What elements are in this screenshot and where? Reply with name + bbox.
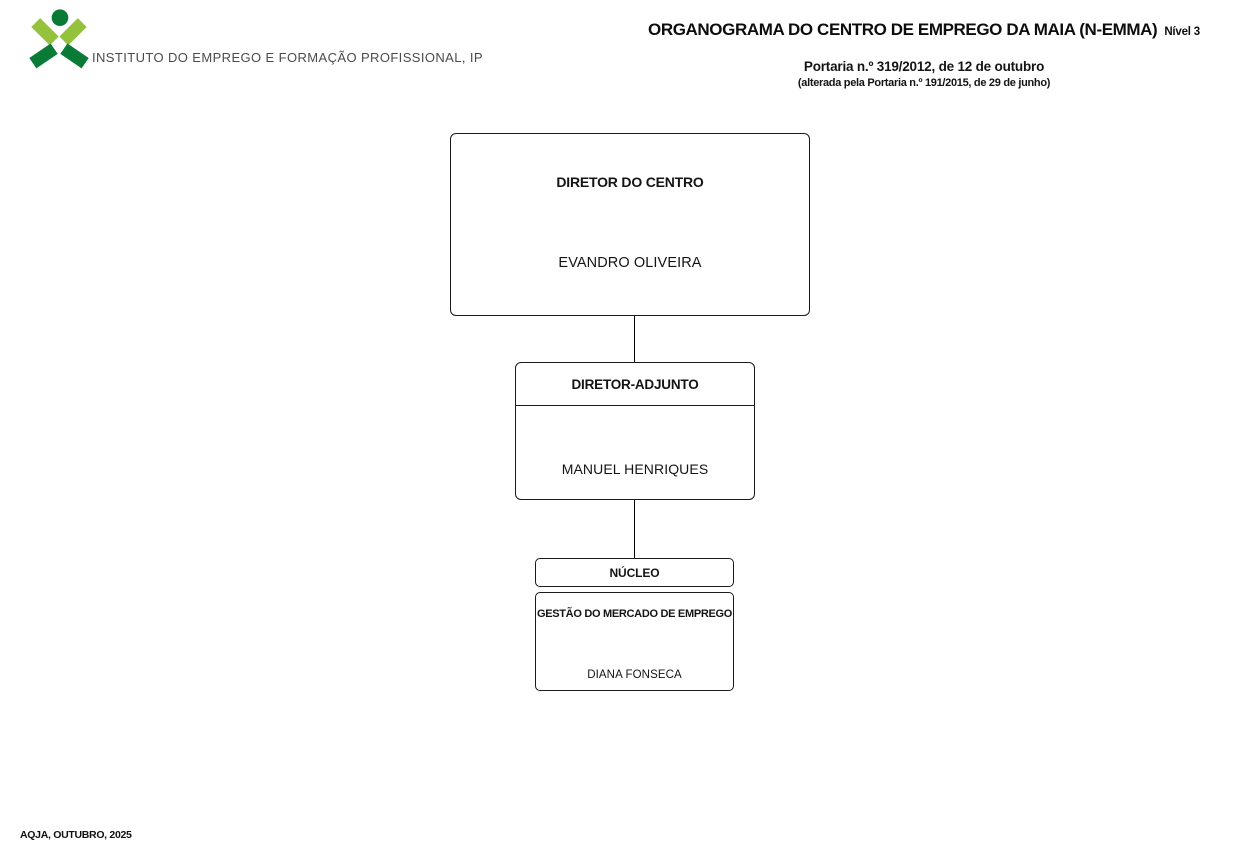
iefp-logo <box>28 8 90 70</box>
deputy-role-title: DIRETOR-ADJUNTO <box>516 363 754 406</box>
unit-role-title: GESTÃO DO MERCADO DE EMPREGO <box>536 608 733 620</box>
level-label: Nível 3 <box>1164 26 1200 38</box>
deputy-name: MANUEL HENRIQUES <box>561 461 709 477</box>
director-role-title: DIRETOR DO CENTRO <box>556 174 704 190</box>
connector-director-deputy <box>634 316 635 362</box>
title-block: ORGANOGRAMA DO CENTRO DE EMPREGO DA MAIA… <box>648 20 1200 89</box>
footer-caption: AQJA, OUTUBRO, 2025 <box>20 829 132 841</box>
org-node-unit: GESTÃO DO MERCADO DE EMPREGO DIANA FONSE… <box>535 592 734 691</box>
unit-name: DIANA FONSECA <box>587 669 682 681</box>
org-node-deputy-director: DIRETOR-ADJUNTO MANUEL HENRIQUES <box>515 362 755 500</box>
org-node-nucleo-header: NÚCLEO <box>535 558 734 587</box>
institute-name: INSTITUTO DO EMPREGO E FORMAÇÃO PROFISSI… <box>92 50 483 65</box>
page-title: ORGANOGRAMA DO CENTRO DE EMPREGO DA MAIA… <box>648 20 1158 39</box>
org-node-director: DIRETOR DO CENTRO EVANDRO OLIVEIRA <box>450 133 810 316</box>
ordinance-amendment: (alterada pela Portaria n.º 191/2015, de… <box>797 77 1051 89</box>
connector-deputy-nucleo <box>634 500 635 558</box>
ordinance-reference: Portaria n.º 319/2012, de 12 de outubro <box>803 59 1045 74</box>
iefp-logo-icon <box>29 9 89 69</box>
director-name: EVANDRO OLIVEIRA <box>558 255 702 271</box>
